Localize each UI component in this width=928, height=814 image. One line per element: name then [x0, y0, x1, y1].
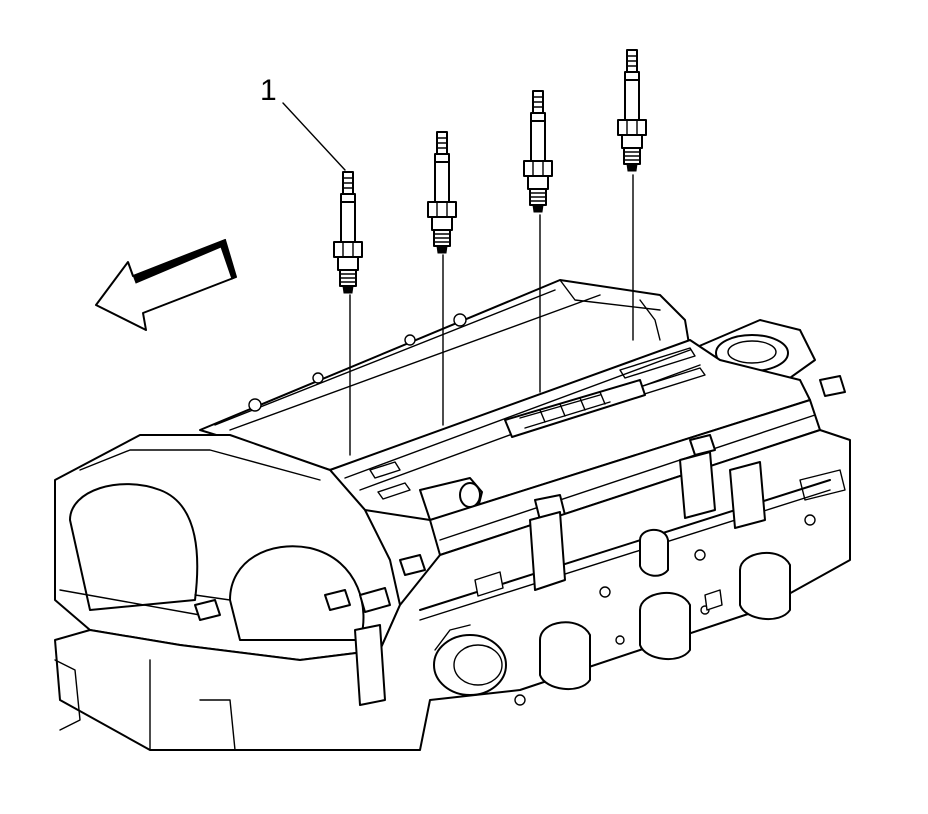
front-direction-arrow — [95, 238, 237, 331]
spark-plug-1 — [333, 171, 363, 294]
spark-plug-2 — [427, 131, 457, 254]
spark-plug-3 — [523, 90, 553, 213]
ecotec-emblem — [504, 379, 646, 438]
leader-lines — [282, 102, 634, 456]
spark-plug-4 — [617, 49, 647, 172]
callout-label-1: 1 — [260, 74, 277, 107]
engine-cylinder-head — [54, 279, 851, 751]
